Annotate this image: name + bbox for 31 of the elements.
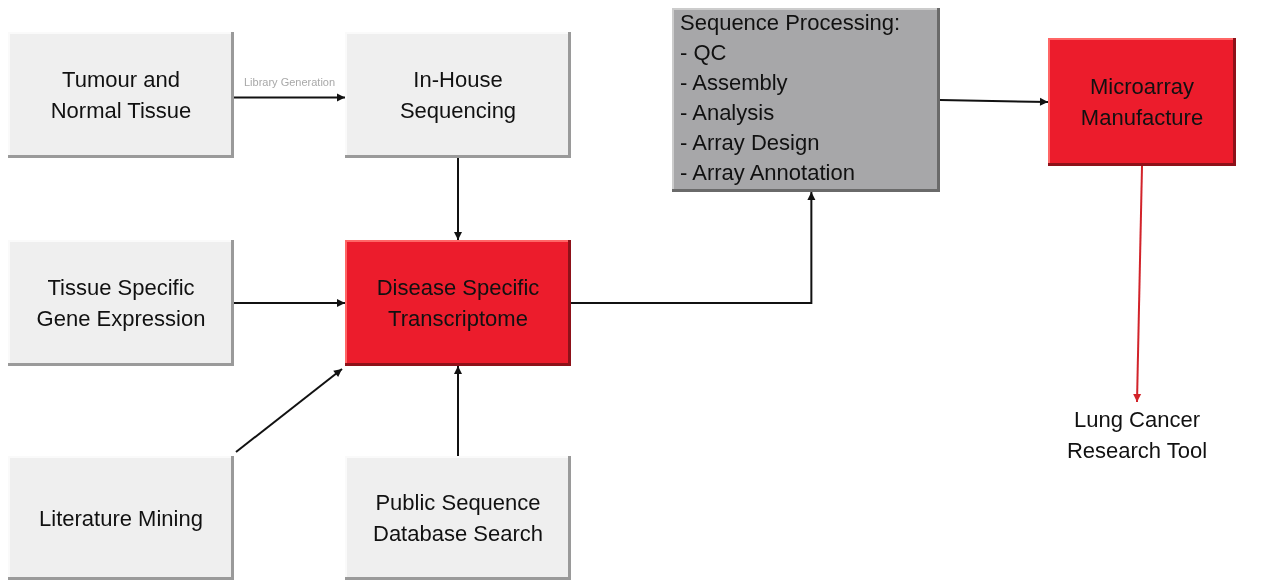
output-label: Lung Cancer Research Tool bbox=[1065, 406, 1209, 465]
process-box bbox=[8, 32, 234, 158]
box-label: Microarray Manufacture bbox=[1079, 73, 1205, 132]
box-label: Disease Specific Transcriptome bbox=[375, 274, 541, 333]
list-item: - Analysis bbox=[680, 99, 775, 127]
list-item: - QC bbox=[680, 39, 727, 67]
box-label: Literature Mining bbox=[39, 504, 203, 533]
box-heading: Sequence Processing: bbox=[680, 9, 901, 37]
arrow bbox=[1133, 165, 1143, 403]
box-label: Tissue Specific Gene Expression bbox=[35, 274, 207, 333]
arrow bbox=[454, 365, 462, 457]
arrow bbox=[454, 157, 462, 241]
box-label: In-House Sequencing bbox=[398, 66, 518, 125]
arrow bbox=[570, 191, 816, 304]
highlight-box bbox=[1048, 38, 1236, 166]
arrow bbox=[233, 299, 346, 307]
list-item: - Array Annotation bbox=[680, 159, 855, 187]
edge-label: Library Generation bbox=[243, 75, 337, 88]
arrow bbox=[233, 93, 346, 102]
process-box bbox=[672, 8, 940, 192]
arrow bbox=[235, 368, 343, 453]
process-box bbox=[8, 456, 234, 580]
list-item: - Array Design bbox=[680, 129, 820, 157]
arrow bbox=[939, 97, 1049, 106]
list-item: - Assembly bbox=[680, 69, 788, 97]
box-label: Tumour and Normal Tissue bbox=[49, 66, 193, 125]
highlight-box bbox=[345, 240, 571, 366]
process-box bbox=[345, 456, 571, 580]
process-box bbox=[8, 240, 234, 366]
box-label: Public Sequence Database Search bbox=[372, 489, 544, 548]
process-box bbox=[345, 32, 571, 158]
